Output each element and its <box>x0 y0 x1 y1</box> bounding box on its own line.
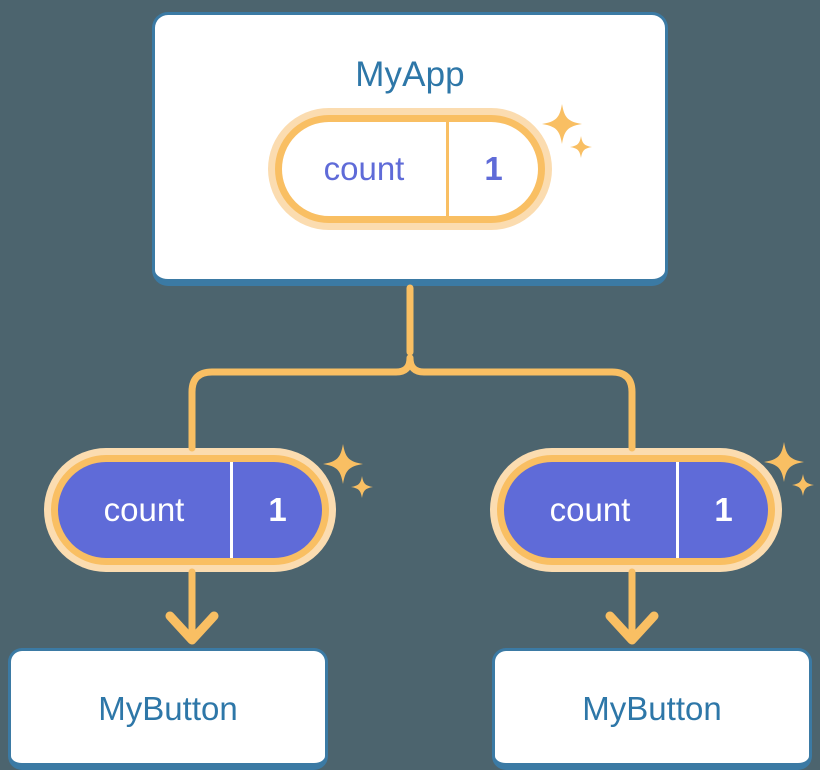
root-state-key: count <box>323 150 405 187</box>
child-state-value-right: 1 <box>676 462 768 558</box>
mybutton-card-left: MyButton <box>8 648 328 770</box>
child-state-pill-left: count 1 <box>44 448 336 572</box>
mybutton-label-left: MyButton <box>98 690 238 727</box>
page-title: MyApp <box>355 55 465 94</box>
arrow-down-left <box>165 568 219 645</box>
mybutton-card-right: MyButton <box>492 648 812 770</box>
connector-branch-right <box>406 354 636 452</box>
child-state-key-right: count <box>549 491 631 528</box>
sparkle-four-point-icon <box>323 444 363 484</box>
root-state-value: 1 <box>446 122 538 216</box>
mybutton-label-right: MyButton <box>582 690 722 727</box>
child-state-value-left: 1 <box>230 462 322 558</box>
root-state-pill: count 1 <box>268 108 552 230</box>
child-state-pill-left-inner: count 1 <box>51 455 329 565</box>
connector-branch-left <box>188 354 414 452</box>
child-state-pill-right-inner: count 1 <box>497 455 775 565</box>
child-state-key-left: count <box>103 491 185 528</box>
arrow-down-right <box>605 568 659 645</box>
root-state-pill-inner: count 1 <box>275 115 545 223</box>
sparkle-four-point-small-icon <box>792 474 814 496</box>
child-state-pill-right: count 1 <box>490 448 782 572</box>
sparkle-four-point-small-icon <box>351 476 373 498</box>
